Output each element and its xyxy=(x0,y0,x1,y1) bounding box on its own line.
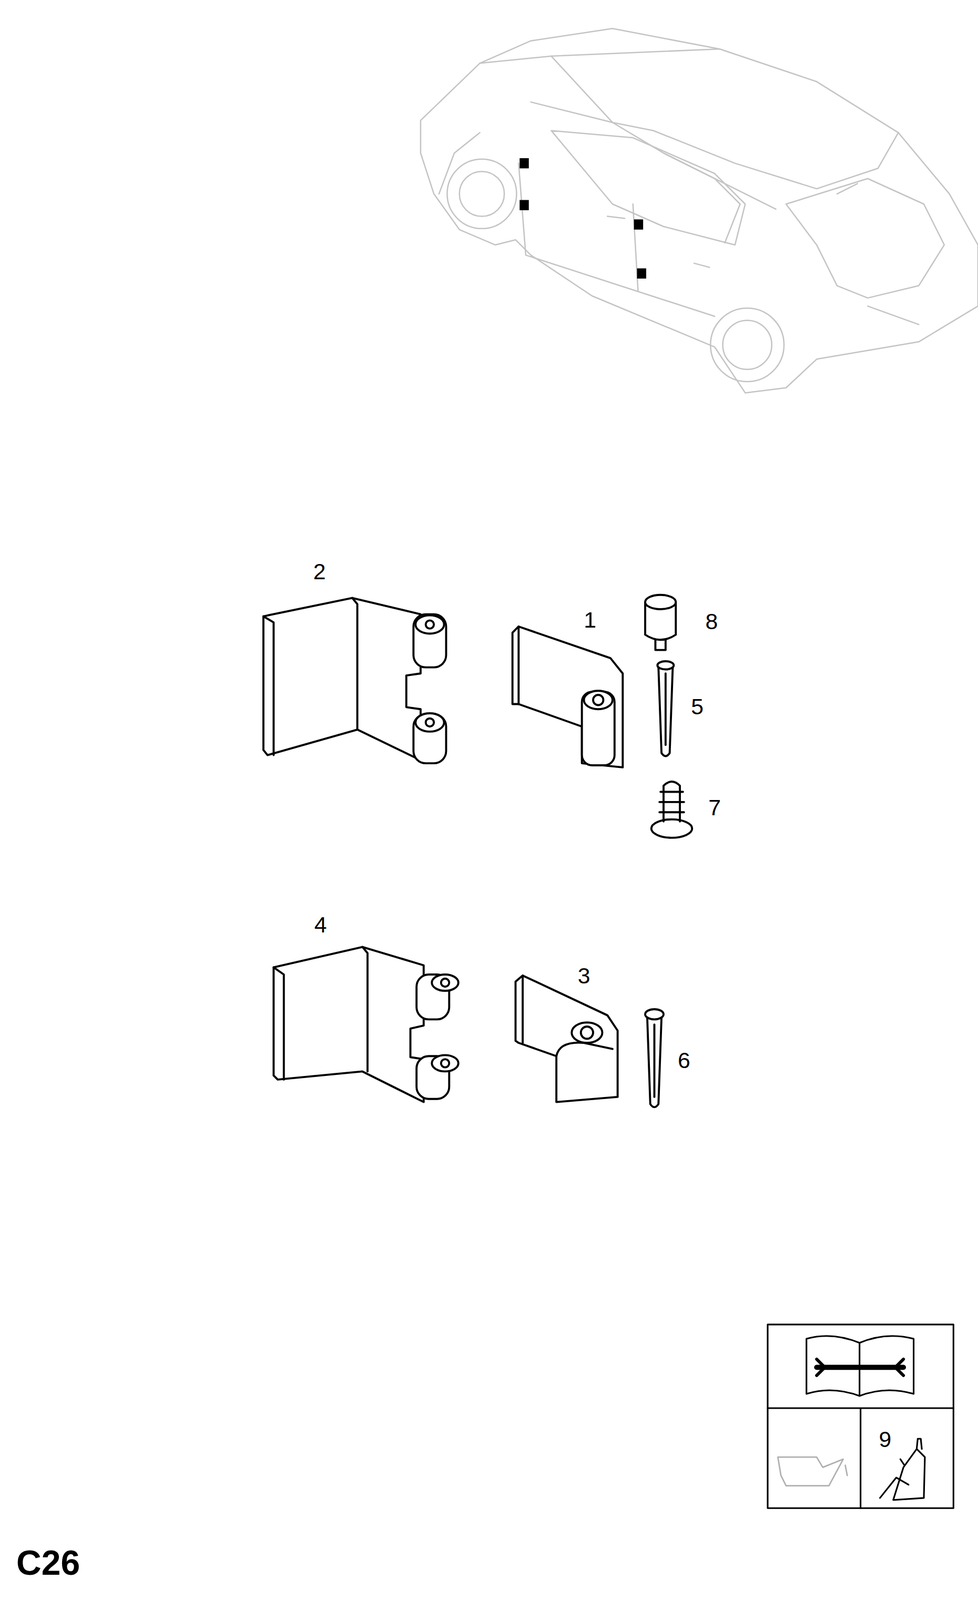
callout-number: 9 xyxy=(878,1428,892,1451)
callout-number: 1 xyxy=(583,608,597,631)
hinge-pin xyxy=(657,661,674,757)
hinge-body-upper xyxy=(263,598,446,764)
callout-number: 2 xyxy=(313,560,326,584)
car-outline xyxy=(420,28,978,393)
callout-number: 6 xyxy=(677,1049,691,1073)
hinge-door-lower xyxy=(515,975,618,1103)
hinge-stop-buffer xyxy=(645,595,676,651)
hinge-door-upper xyxy=(512,626,624,768)
bolt xyxy=(651,781,693,839)
callout-number: 7 xyxy=(708,796,721,819)
callout-number: 5 xyxy=(690,695,704,718)
service-icon-box xyxy=(767,1325,954,1509)
callout-number: 3 xyxy=(577,964,591,988)
hinge-pin-lower xyxy=(645,1009,664,1108)
oil-can-icon xyxy=(777,1457,848,1486)
page-code: C26 xyxy=(16,1545,80,1581)
hinge-body-lower xyxy=(273,947,458,1103)
callout-number: 8 xyxy=(705,610,718,634)
callout-number: 4 xyxy=(314,913,328,937)
hinge-marks xyxy=(519,158,647,279)
